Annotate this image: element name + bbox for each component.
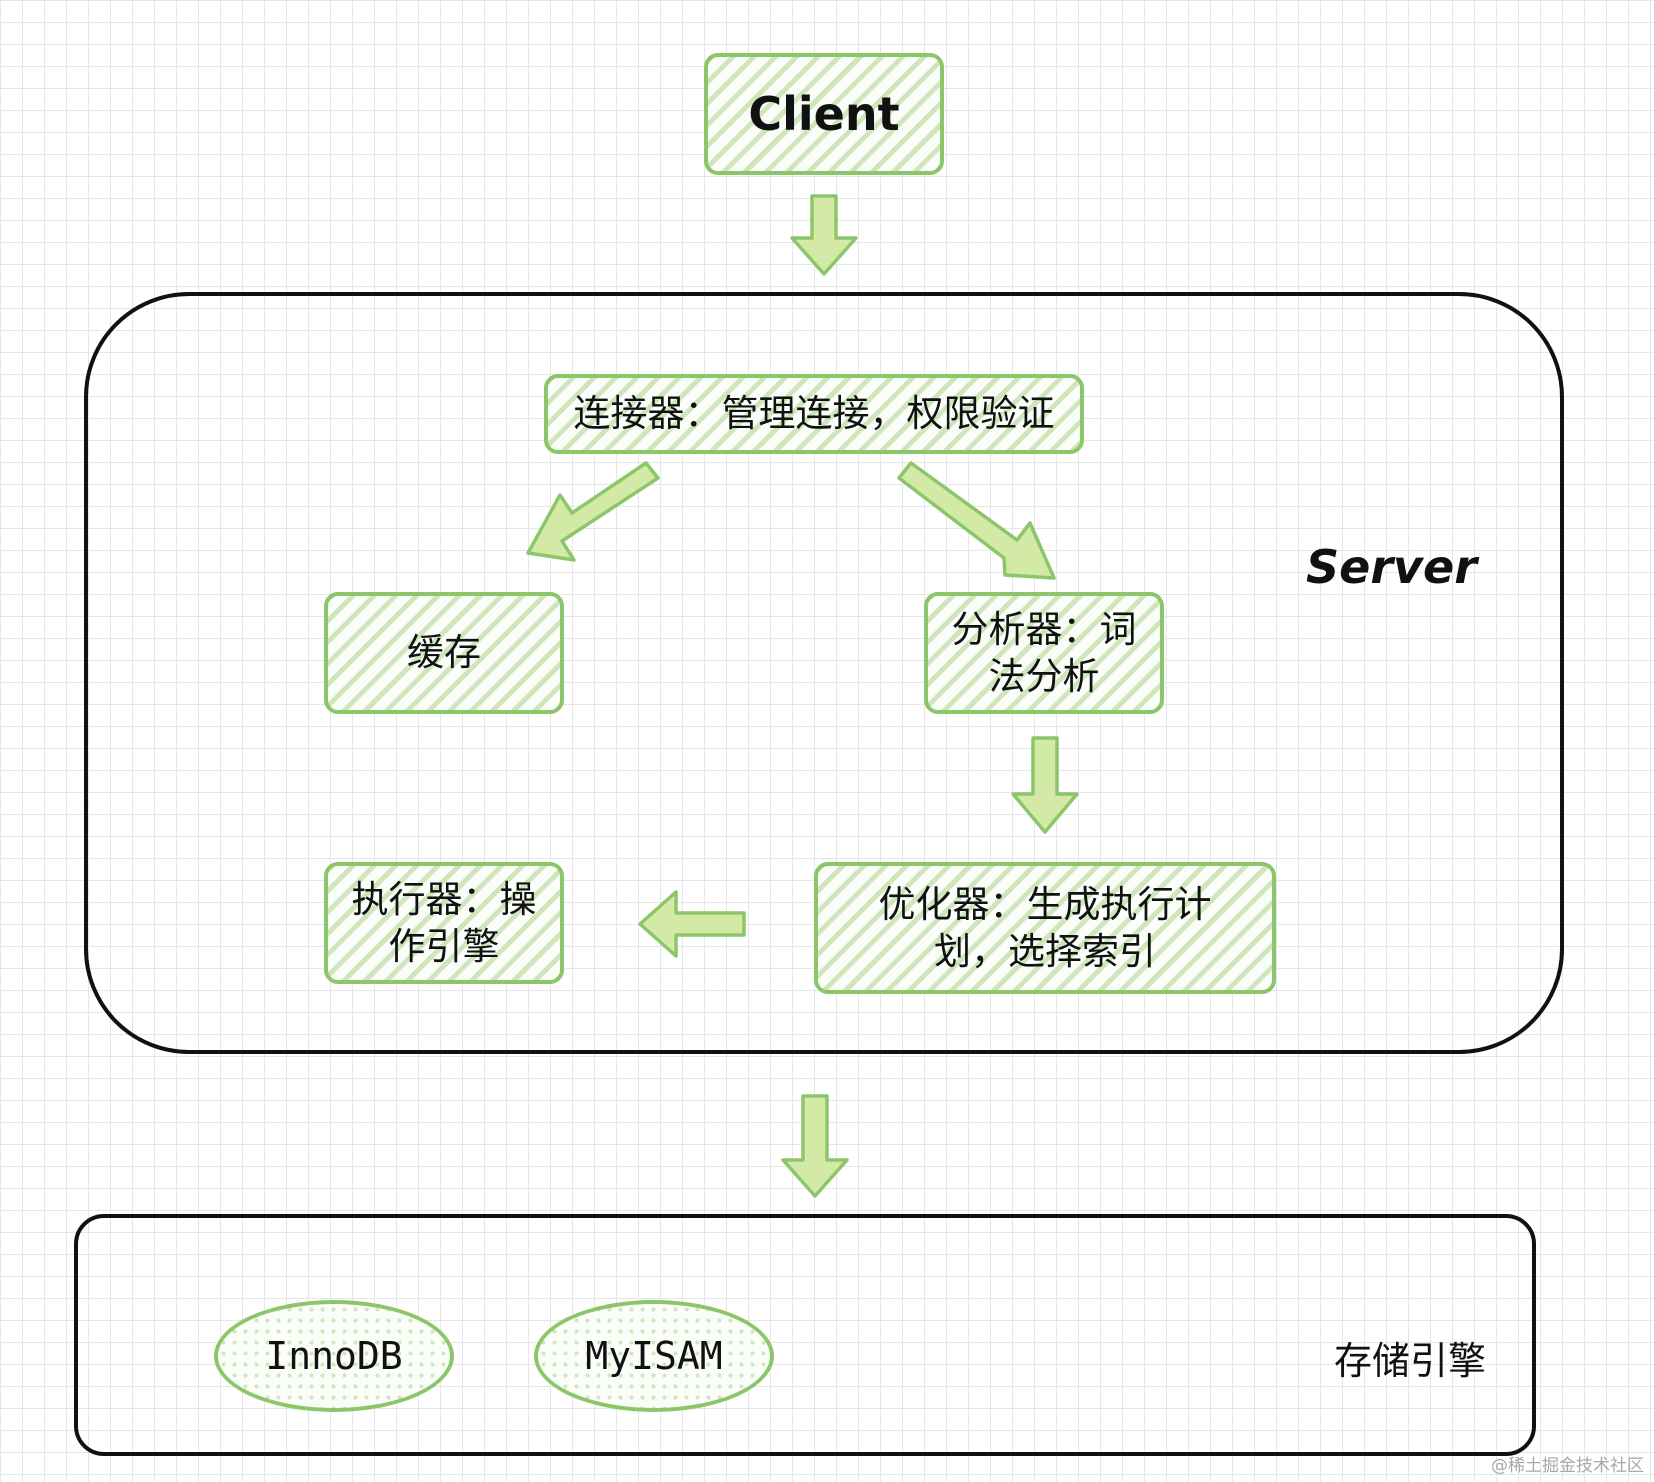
storage-engine-container [74, 1214, 1536, 1456]
arrow-server-to-storage [781, 1094, 849, 1198]
executor-label: 执行器：操作引擎 [351, 877, 537, 968]
arrow-client-to-server [790, 194, 858, 276]
connector-node: 连接器：管理连接，权限验证 [544, 374, 1084, 454]
server-container [84, 292, 1564, 1054]
myisam-label: MyISAM [585, 1334, 723, 1378]
analyzer-node: 分析器：词法分析 [924, 592, 1164, 714]
innodb-engine: InnoDB [214, 1300, 454, 1412]
cache-label: 缓存 [407, 631, 481, 675]
arrow-connector-to-cache [526, 461, 660, 562]
client-node: Client [704, 53, 944, 175]
cache-node: 缓存 [324, 592, 564, 714]
watermark: @稀土掘金技术社区 [1491, 1456, 1644, 1476]
executor-node: 执行器：操作引擎 [324, 862, 564, 984]
myisam-engine: MyISAM [534, 1300, 774, 1412]
arrow-analyzer-to-optimizer [1011, 736, 1079, 834]
optimizer-label: 优化器：生成执行计划，选择索引 [878, 882, 1212, 973]
innodb-label: InnoDB [265, 1334, 403, 1378]
connector-label: 连接器：管理连接，权限验证 [573, 392, 1055, 436]
client-label: Client [748, 86, 900, 141]
storage-engine-label: 存储引擎 [1334, 1339, 1487, 1383]
optimizer-node: 优化器：生成执行计划，选择索引 [814, 862, 1276, 994]
analyzer-label: 分析器：词法分析 [951, 607, 1137, 698]
server-label: Server [1306, 540, 1477, 594]
arrow-optimizer-to-executor [638, 890, 746, 958]
arrow-connector-to-analyzer [897, 461, 1056, 580]
